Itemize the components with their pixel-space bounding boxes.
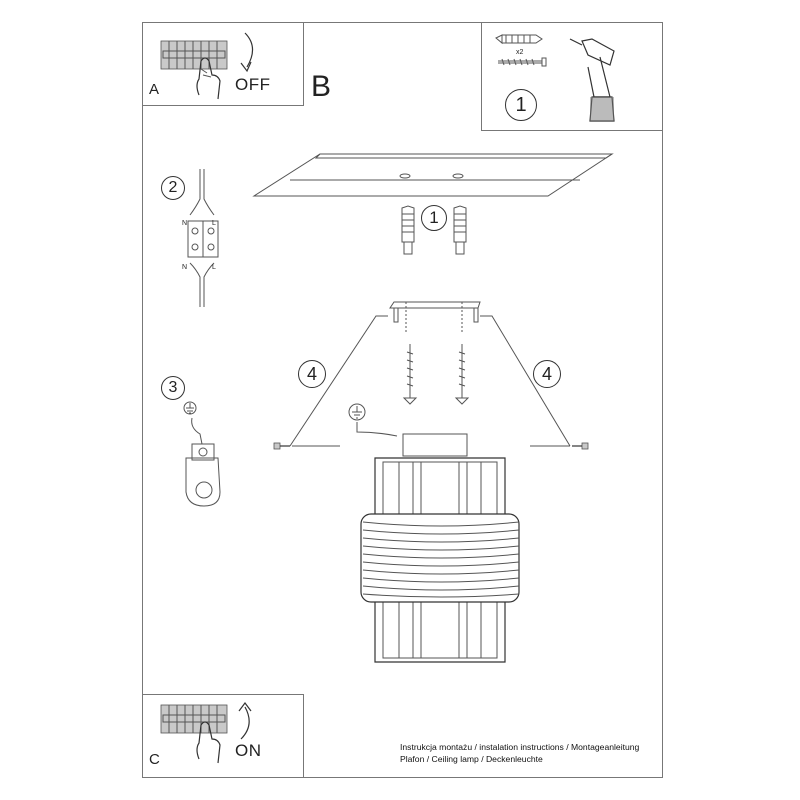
ground-terminal-diagram [183, 401, 221, 507]
panel-a-switch-off: OFF A [142, 22, 304, 106]
drill-icon [569, 38, 615, 122]
step-3-marker: 3 [161, 376, 185, 400]
step-1-anchor-label: 1 [429, 208, 439, 227]
step-2-marker: 2 [161, 176, 185, 200]
panel-c-switch-on: ON C [142, 694, 304, 778]
ceiling-plate [252, 153, 614, 197]
on-label: ON [235, 741, 262, 760]
quantity-label: x2 [516, 49, 524, 56]
wall-plug-screw-icon [495, 34, 547, 67]
arrow-up-icon [238, 702, 252, 740]
arrow-down-icon [240, 32, 254, 73]
terminal-block-diagram [187, 169, 219, 307]
side-screw-left [273, 442, 290, 450]
step-2-label: 2 [168, 179, 178, 196]
step-1-label: 1 [515, 93, 527, 116]
ground-symbol-icon [348, 403, 398, 437]
wall-plugs [401, 205, 467, 255]
assembly-guide-lines [289, 315, 571, 447]
connector-n-bottom: N [182, 264, 188, 271]
tools-panel: x2 1 [481, 22, 663, 131]
step-4-left-marker: 4 [298, 360, 326, 388]
connector-l-bottom: L [212, 264, 216, 271]
connector-l-top: L [212, 220, 216, 227]
breaker-panel-on-icon [160, 704, 228, 764]
connector-n-top: N [182, 220, 188, 227]
ceiling-lamp-body [360, 433, 520, 663]
off-label: OFF [235, 75, 271, 94]
mounting-bracket [389, 301, 481, 334]
step-1-anchor-marker: 1 [421, 205, 447, 231]
step-4-right-label: 4 [541, 363, 552, 384]
side-screw-right [572, 442, 589, 450]
step-4-left-label: 4 [306, 363, 317, 384]
breaker-panel-icon [160, 40, 228, 100]
step-4-right-marker: 4 [533, 360, 561, 388]
instruction-sheet-frame [142, 22, 663, 778]
caption-line-1: Instrukcja montażu / instalation instruc… [400, 742, 640, 752]
panel-letter-c: C [149, 751, 160, 768]
fixing-screws [402, 344, 470, 405]
step-3-label: 3 [168, 379, 178, 396]
section-letter-b: B [311, 70, 332, 103]
panel-letter-a: A [149, 81, 160, 98]
caption-line-2: Plafon / Ceiling lamp / Deckenleuchte [400, 754, 543, 764]
step-1-marker: 1 [505, 89, 537, 121]
